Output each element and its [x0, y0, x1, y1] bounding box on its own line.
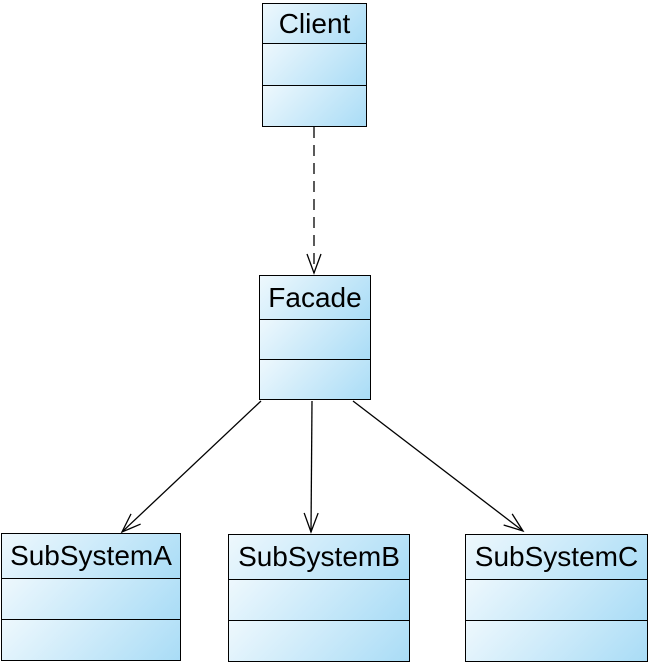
class-name-label: SubSystemC [474, 541, 639, 572]
edge-facade-subsystemc-arrow [352, 400, 525, 533]
class-methods-compartment [260, 359, 370, 399]
class-name-compartment: SubSystemA [2, 534, 180, 578]
class-name-compartment: Client [263, 4, 366, 43]
class-name-label: Client [278, 7, 351, 39]
class-methods-compartment [466, 620, 647, 661]
class-attributes-compartment [229, 579, 409, 620]
class-attributes-compartment [263, 43, 366, 85]
class-box-subsystem-b: SubSystemB [228, 534, 410, 662]
class-attributes-compartment [260, 319, 370, 359]
class-methods-compartment [229, 620, 409, 661]
class-name-compartment: Facade [260, 276, 370, 319]
edge-facade-subsystema-arrow [120, 400, 262, 534]
class-box-subsystem-a: SubSystemA [1, 533, 181, 661]
class-name-label: SubSystemA [10, 540, 172, 571]
class-box-facade: Facade [259, 275, 371, 400]
class-methods-compartment [2, 619, 180, 660]
class-name-label: SubSystemB [238, 541, 400, 572]
class-box-subsystem-c: SubSystemC [465, 534, 648, 662]
class-name-compartment: SubSystemC [466, 535, 647, 579]
class-name-compartment: SubSystemB [229, 535, 409, 579]
class-name-label: Facade [268, 281, 362, 313]
edge-facade-subsystemb-arrow [303, 400, 319, 534]
class-methods-compartment [263, 84, 366, 126]
class-attributes-compartment [2, 578, 180, 619]
class-box-client: Client [262, 3, 367, 127]
class-attributes-compartment [466, 579, 647, 620]
